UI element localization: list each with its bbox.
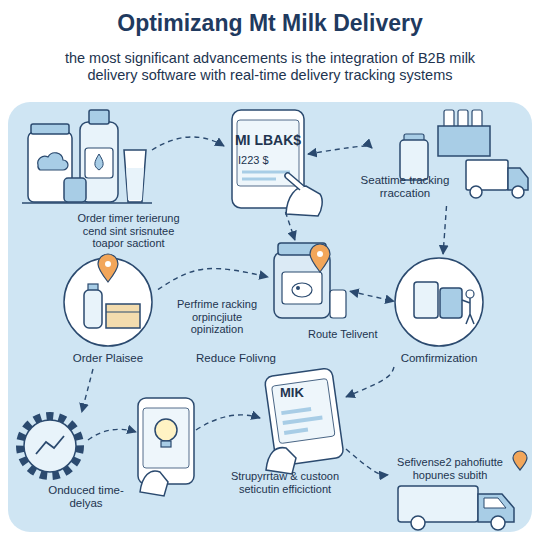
node-label: Route Telivent [308, 328, 388, 341]
node-label: I223 $ [238, 154, 298, 167]
bulb-base [161, 441, 171, 447]
node-label: Order Plaisee [58, 352, 158, 365]
cloud-icon [38, 153, 68, 170]
node-label: Sefivense2 pahofiutte hopunes subith [390, 456, 510, 481]
gear-teeth [20, 416, 80, 476]
milk-drop [95, 154, 103, 170]
milk-glass [124, 150, 146, 202]
flow-connector [308, 146, 372, 154]
gear-body [24, 420, 76, 472]
phone-screen [272, 378, 336, 443]
phone-screen [143, 408, 189, 468]
diagram-node: Comfirmization [394, 254, 484, 369]
truck-wheel [470, 186, 482, 198]
diagram-node: Onduced time-delyas [14, 412, 124, 510]
node-label: Seattime tracking rraccation [350, 174, 460, 200]
flow-connector [346, 367, 394, 397]
shelf-line [22, 202, 152, 204]
bottle-cap [89, 110, 109, 124]
flow-connector [346, 449, 388, 475]
screen-line [242, 171, 290, 174]
icon-circle [395, 258, 483, 346]
hand [286, 186, 322, 216]
milk-can [440, 288, 462, 318]
screen-line [281, 407, 311, 415]
truck-wheel [491, 516, 505, 530]
hand [140, 471, 168, 496]
flow-connector [158, 269, 268, 290]
note-label: Strupyrrtaw & custoon seticutin efficict… [226, 470, 344, 495]
chart-line [36, 436, 64, 454]
milk-can [414, 282, 438, 318]
node-label: MI LBAK$ [232, 132, 304, 148]
milk-bottle [84, 290, 102, 328]
person-body [462, 298, 474, 324]
truck-wheel [411, 516, 425, 530]
pin-dot [105, 261, 111, 267]
flow-line [196, 415, 260, 430]
diagram-node: MIK [262, 366, 346, 466]
note-label: Reduce Folivng [190, 352, 282, 365]
phone-body [138, 398, 194, 484]
title-text: Optimizang Mt Milk Delivery [10, 10, 530, 36]
truck-window [484, 498, 506, 508]
light-bulb [155, 419, 177, 441]
diagram-node: MI LBAK$ I223 $ [228, 108, 308, 212]
cow-spot [296, 286, 300, 290]
location-pin [513, 451, 527, 470]
small-phone [330, 290, 346, 318]
flow-connector [350, 291, 394, 301]
subtitle-text: the most significant advancements is the… [40, 50, 500, 83]
flow-line [88, 429, 136, 440]
jar-lid [31, 124, 69, 134]
flow-connector [285, 212, 294, 240]
diagram-node: Seattime tracking rraccation [372, 108, 528, 206]
note-label: Order timer terierung cend sint srisnute… [66, 212, 191, 250]
node-label: Comfirmization [394, 352, 484, 365]
flow-connector [82, 369, 93, 412]
finger [285, 173, 304, 190]
flow-connector [443, 206, 446, 254]
truck-wheel [512, 186, 524, 198]
jar-label [282, 272, 322, 304]
note-label: Perfrime racking orpincjiute opinization [172, 298, 262, 336]
truck-body [466, 160, 508, 190]
screen-line [284, 428, 308, 435]
flow-line [152, 137, 224, 150]
node-label: Onduced time-delyas [44, 484, 128, 510]
person-head [466, 290, 474, 298]
truck-body [398, 486, 478, 522]
location-pin [310, 244, 330, 272]
diagram-node: Order Plaisee [58, 254, 158, 369]
node-label: MIK [280, 386, 324, 401]
diagram-node: Sefivense2 pahofiutte hopunes subith [388, 456, 532, 532]
parcel-box [106, 304, 140, 328]
pin-dot [317, 251, 323, 257]
screen-line [282, 415, 322, 425]
diagram-node: Route Telivent [268, 240, 350, 324]
screen-line [242, 178, 276, 181]
cow-icon [292, 283, 312, 297]
location-pin [98, 254, 118, 282]
box-line [106, 311, 140, 312]
milk-crate [438, 126, 490, 156]
bottle-label [85, 148, 113, 178]
small-jar [64, 178, 86, 202]
background-panel [8, 102, 532, 532]
glass-milk [126, 168, 144, 200]
